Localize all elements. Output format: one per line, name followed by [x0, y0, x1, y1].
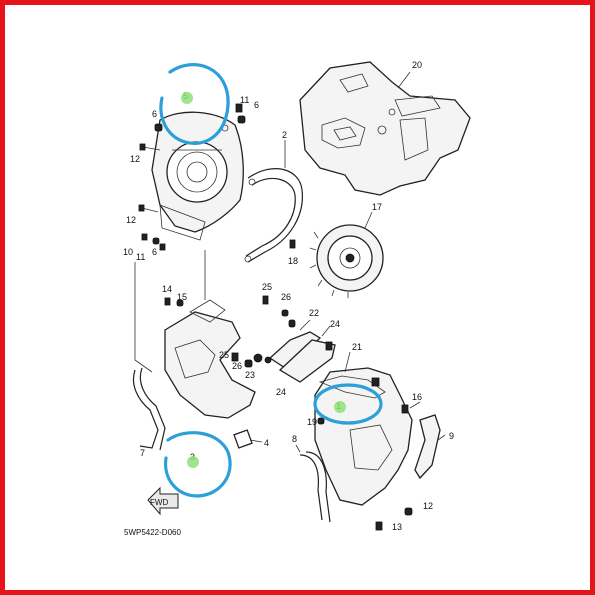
exploded-parts-diagram: FWD 20 2 5 11 6 6 12 12 10 11 6 17 18 14… — [123, 60, 471, 537]
part-number-6a: 6 — [254, 100, 259, 110]
part-number-6c: 6 — [152, 247, 157, 257]
fan-housing-cover-part — [151, 111, 244, 241]
flywheel-fan-part — [309, 224, 384, 298]
annotation-marks — [159, 63, 383, 498]
highlight-dot-3 — [187, 456, 199, 468]
part-number-26a: 26 — [281, 292, 291, 302]
part-number-25b: 25 — [219, 350, 229, 360]
part-number-24a: 24 — [330, 319, 340, 329]
part-number-18: 18 — [288, 256, 298, 266]
shroud-cover-part — [299, 61, 471, 196]
part-number-4: 4 — [264, 438, 269, 448]
part-numbers: 20 2 5 11 6 6 12 12 10 11 6 17 18 14 15 … — [123, 60, 454, 532]
part-number-20: 20 — [412, 60, 422, 70]
part-number-23: 23 — [245, 370, 255, 380]
part-number-24b: 24 — [276, 387, 286, 397]
lower-left-duct-part — [132, 297, 256, 451]
part-number-12b: 12 — [126, 215, 136, 225]
part-number-8: 8 — [292, 434, 297, 444]
fwd-label: FWD — [150, 498, 168, 507]
part-number-19: 19 — [307, 417, 317, 427]
part-number-9: 9 — [449, 431, 454, 441]
lever-bracket-parts — [253, 295, 336, 383]
part-number-13: 13 — [392, 522, 402, 532]
upper-fasteners-group — [138, 103, 246, 251]
part-number-10: 10 — [123, 247, 133, 257]
part-number-12a: 12 — [130, 154, 140, 164]
circle-mark-3 — [163, 431, 232, 498]
fwd-arrow-icon: FWD — [147, 486, 179, 516]
part-number-11a: 11 — [240, 95, 249, 105]
part-number-15: 15 — [177, 292, 187, 302]
circle-mark-5 — [159, 63, 230, 145]
part-number-16: 16 — [412, 392, 422, 402]
part-number-22: 22 — [309, 308, 319, 318]
part-number-26b: 26 — [232, 361, 242, 371]
part-number-7: 7 — [140, 448, 145, 458]
part-number-6b: 6 — [152, 109, 157, 119]
part-number-25a: 25 — [262, 282, 272, 292]
part-number-2: 2 — [282, 130, 287, 140]
highlight-dot-1 — [334, 401, 346, 413]
bracket-strip-part — [244, 168, 303, 263]
circle-mark-1 — [313, 383, 383, 425]
diagram-code: 5WP5422-D060 — [124, 528, 181, 537]
highlight-dot-5 — [181, 92, 193, 104]
part-number-14: 14 — [162, 284, 172, 294]
part-number-17: 17 — [372, 202, 382, 212]
part-number-12c: 12 — [423, 501, 433, 511]
part-number-11b: 11 — [136, 252, 145, 262]
part-number-21: 21 — [352, 342, 362, 352]
